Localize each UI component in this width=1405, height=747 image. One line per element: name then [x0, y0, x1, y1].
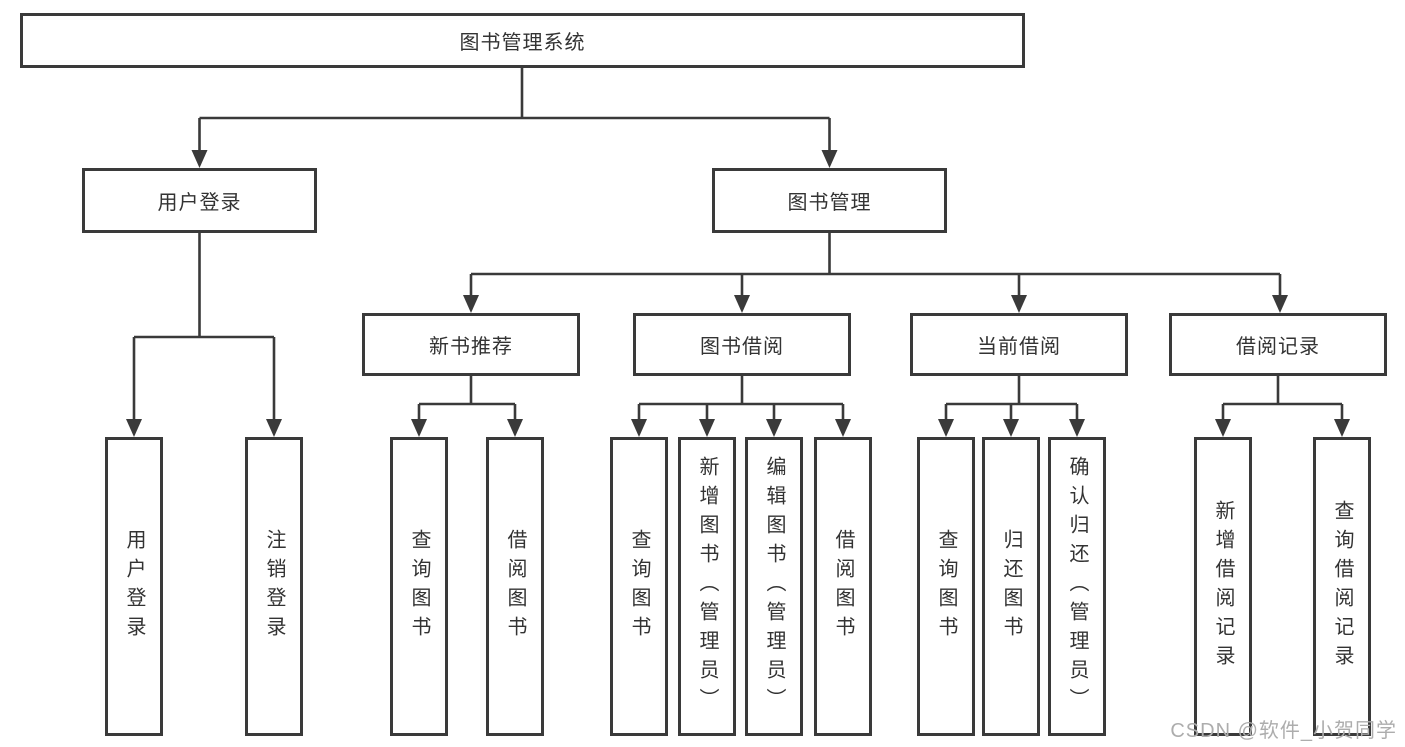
leaf-borrow-book-label: 借阅图书 [832, 528, 854, 645]
node-current-borrow: 当前借阅 [910, 313, 1128, 376]
leaf-logout-label: 注销登录 [263, 528, 285, 645]
node-book-management-label: 图书管理 [787, 192, 872, 214]
leaf-query-borrow-record-label: 查询借阅记录 [1331, 499, 1353, 674]
leaf-confirm-return-admin-label: 确认归还（管理员） [1066, 456, 1088, 717]
node-book-management: 图书管理 [712, 168, 947, 233]
leaf-current-query-book: 查询图书 [917, 437, 975, 736]
leaf-add-borrow-record-label: 新增借阅记录 [1212, 499, 1234, 674]
leaf-logout: 注销登录 [245, 437, 303, 736]
node-borrow-records-label: 借阅记录 [1236, 336, 1320, 358]
leaf-user-login-label: 用户登录 [123, 528, 145, 645]
leaf-recommend-query-book-label: 查询图书 [408, 528, 430, 645]
leaf-confirm-return-admin: 确认归还（管理员） [1048, 437, 1106, 736]
leaf-current-query-book-label: 查询图书 [935, 528, 957, 645]
node-book-borrow: 图书借阅 [633, 313, 851, 376]
leaf-borrow-book: 借阅图书 [814, 437, 872, 736]
node-book-borrow-label: 图书借阅 [700, 336, 784, 358]
node-current-borrow-label: 当前借阅 [977, 336, 1061, 358]
leaf-add-borrow-record: 新增借阅记录 [1194, 437, 1252, 736]
node-library-system-label: 图书管理系统 [459, 32, 586, 54]
node-borrow-records: 借阅记录 [1169, 313, 1387, 376]
node-new-book-recommend: 新书推荐 [362, 313, 580, 376]
leaf-return-book: 归还图书 [982, 437, 1040, 736]
leaf-edit-book-admin-label: 编辑图书（管理员） [763, 456, 785, 717]
leaf-recommend-query-book: 查询图书 [390, 437, 448, 736]
csdn-watermark: CSDN @软件_小贺同学 [1170, 720, 1397, 742]
node-user-login-label: 用户登录 [157, 192, 242, 214]
node-library-system: 图书管理系统 [20, 13, 1025, 68]
leaf-query-borrow-record: 查询借阅记录 [1313, 437, 1371, 736]
leaf-add-book-admin: 新增图书（管理员） [678, 437, 736, 736]
node-new-book-recommend-label: 新书推荐 [429, 336, 513, 358]
leaf-recommend-borrow-book: 借阅图书 [486, 437, 544, 736]
leaf-borrow-query-book: 查询图书 [610, 437, 668, 736]
leaf-add-book-admin-label: 新增图书（管理员） [696, 456, 718, 717]
leaf-return-book-label: 归还图书 [1000, 528, 1022, 645]
leaf-recommend-borrow-book-label: 借阅图书 [504, 528, 526, 645]
leaf-edit-book-admin: 编辑图书（管理员） [745, 437, 803, 736]
leaf-borrow-query-book-label: 查询图书 [628, 528, 650, 645]
leaf-user-login: 用户登录 [105, 437, 163, 736]
node-user-login: 用户登录 [82, 168, 317, 233]
